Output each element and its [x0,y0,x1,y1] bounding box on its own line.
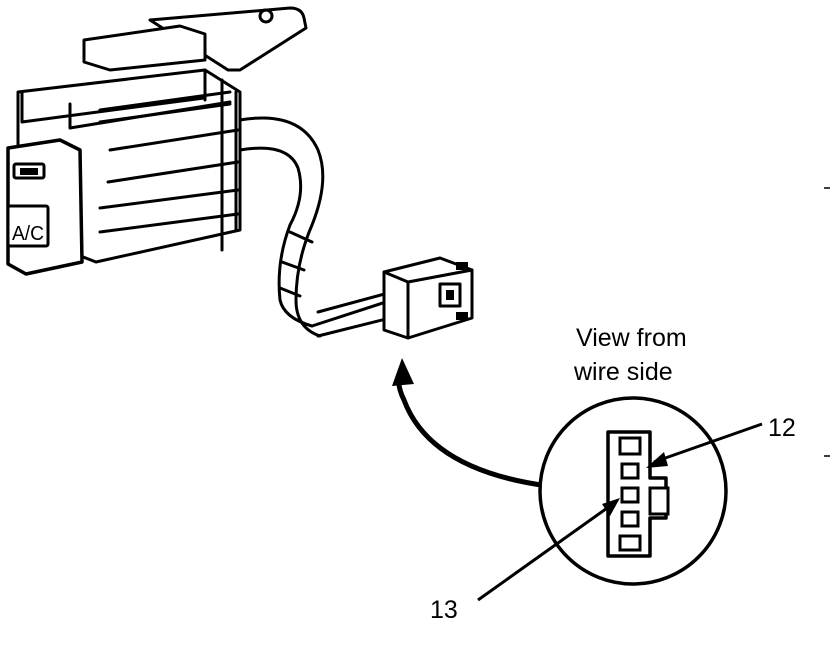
connector-pin-cavity [620,510,640,528]
view-label-line2: wire side [573,358,673,386]
ac-button [6,204,50,248]
wire-harness [238,116,394,338]
pin-label-13: 13 [430,596,458,624]
ac-switch-assembly [6,6,308,276]
connector-pin-cavity [620,486,640,504]
pin-label-12: 12 [768,414,796,442]
pin-13-pointer [477,498,620,602]
connector-pin-cavity [620,462,640,480]
connector-pin-cavity [618,534,642,552]
wire-side-callout [538,396,728,586]
margin-ticks [824,187,830,457]
pin-12-pointer [646,422,763,468]
connector-pin-cavity [618,436,642,456]
view-direction-arrow [392,358,551,489]
ac-button-label: A/C [12,223,44,245]
view-label-line1: View from [576,324,687,352]
harness-connector [382,256,474,340]
